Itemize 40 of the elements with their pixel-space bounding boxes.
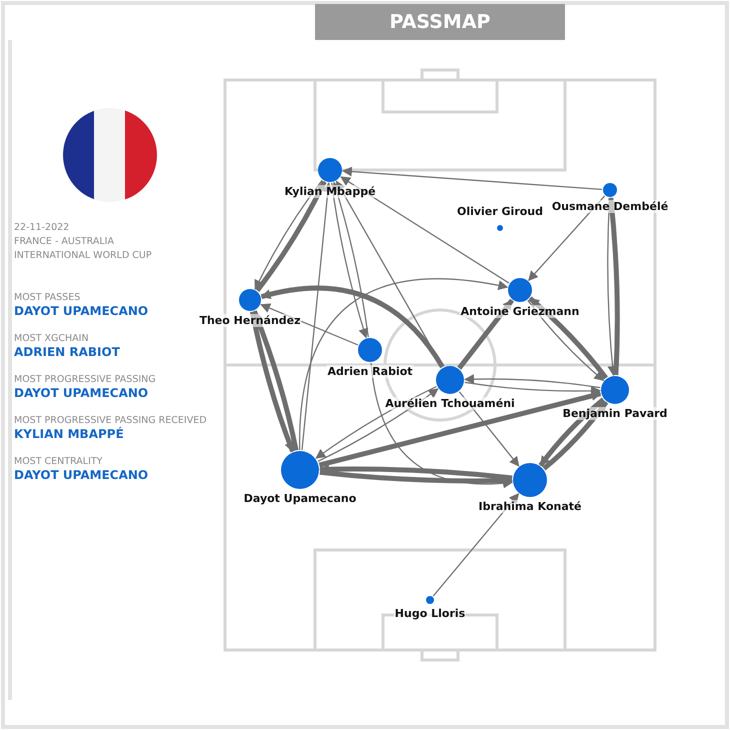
info-text: MOST PROGRESSIVE PASSING RECEIVED: [14, 415, 207, 426]
player-label: Ibrahima Konaté: [478, 500, 582, 513]
pass-arrow: [318, 391, 602, 468]
pass-arrow: [319, 464, 512, 480]
player-label: Adrien Rabiot: [326, 365, 414, 378]
player-label: Antoine Griezmann: [460, 305, 580, 318]
info-text: FRANCE - AUSTRALIA: [14, 236, 114, 247]
pass-arrow: [260, 303, 358, 346]
player-name-text: ADRIEN RABIOT: [14, 345, 120, 359]
pass-arrow: [340, 176, 510, 284]
player-name-text: DAYOT UPAMECANO: [14, 304, 148, 318]
pass-arrow: [370, 362, 514, 488]
info-text: MOST XGCHAIN: [14, 333, 89, 344]
title-banner: PASSMAP: [315, 4, 565, 40]
pass-arrow: [464, 374, 600, 388]
player-label: Theo Hernández: [198, 314, 302, 327]
info-text: MOST PROGRESSIVE PASSING: [14, 374, 156, 385]
info-text: INTERNATIONAL WORLD CUP: [14, 250, 152, 261]
player-label: Benjamin Pavard: [562, 407, 668, 420]
player-label: Hugo Lloris: [394, 607, 466, 620]
player-label: Aurélien Tchouaméni: [384, 397, 516, 410]
player-name-text: KYLIAN MBAPPÉ: [14, 427, 124, 441]
pass-arrow: [260, 286, 445, 368]
pass-arrow: [432, 493, 520, 597]
pass-arrow: [299, 278, 508, 450]
info-text: 22-11-2022: [14, 222, 70, 233]
pass-arrow: [301, 182, 333, 450]
pass-arrow: [342, 166, 602, 190]
player-label: Olivier Giroud: [456, 205, 544, 218]
pass-arrow: [458, 391, 520, 467]
info-text: MOST PASSES: [14, 292, 80, 303]
player-name-text: DAYOT UPAMECANO: [14, 386, 148, 400]
pass-arrow: [528, 196, 606, 282]
pass-arrow: [320, 470, 513, 486]
pass-arrow: [457, 298, 514, 370]
player-name-text: DAYOT UPAMECANO: [14, 468, 148, 482]
player-label: Dayot Upamecano: [242, 492, 358, 505]
info-text: MOST CENTRALITY: [14, 456, 102, 467]
player-label: Kylian Mbappé: [283, 185, 377, 198]
player-label: Ousmane Dembélé: [550, 200, 670, 213]
